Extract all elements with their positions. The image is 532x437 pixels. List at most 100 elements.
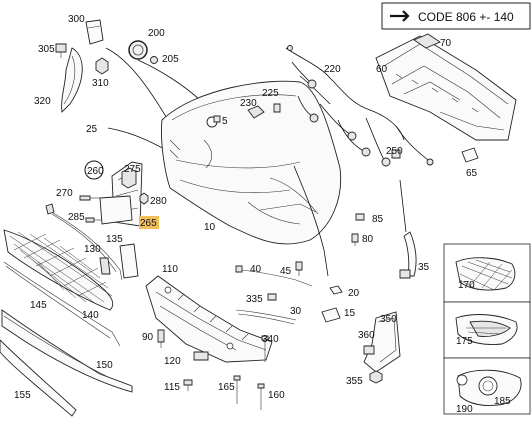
callout-30: 30	[290, 306, 302, 317]
callout-260: 260	[87, 166, 104, 177]
callout-45: 45	[280, 266, 292, 277]
callout-220: 220	[324, 64, 341, 75]
callout-40: 40	[250, 264, 262, 275]
part-350-side-bracket	[363, 311, 401, 373]
callout-265: 265	[140, 218, 157, 229]
part-110-lower-bracket	[145, 275, 273, 363]
part-305-clip	[55, 43, 67, 58]
callout-205: 205	[162, 54, 179, 65]
part-30-trim-strip	[235, 309, 297, 325]
part-145-trim-strip	[3, 261, 121, 347]
part-35-side-bracket	[399, 231, 417, 279]
code-box-label: CODE 806 +- 140	[418, 10, 514, 24]
callout-350: 350	[380, 314, 397, 325]
callout-300: 300	[68, 14, 85, 25]
part-205-clip	[150, 56, 158, 64]
callout-285: 285	[68, 212, 85, 223]
arrow-right-icon	[390, 10, 410, 22]
callout-175: 175	[456, 336, 473, 347]
part-10-front-bumper	[161, 80, 342, 245]
part-250-sensor	[391, 149, 401, 159]
callout-85: 85	[372, 214, 384, 225]
part-310-bolt	[95, 57, 109, 75]
part-200-emblem	[128, 40, 148, 60]
callout-320: 320	[34, 96, 51, 107]
callout-70: 70	[440, 38, 452, 49]
callout-340: 340	[262, 334, 279, 345]
callout-60: 60	[376, 64, 388, 75]
callout-140: 140	[82, 310, 99, 321]
callout-270: 270	[56, 188, 73, 199]
part-340-bolt	[261, 335, 269, 362]
callout-15: 15	[344, 308, 356, 319]
callout-115: 115	[164, 382, 180, 393]
code-box: CODE 806 +- 140	[381, 2, 531, 30]
callout-150: 150	[96, 360, 113, 371]
part-85-clip	[355, 213, 365, 221]
part-300-bracket	[85, 19, 104, 45]
part-140-grille	[3, 229, 114, 311]
callout-5: 5	[222, 116, 228, 127]
callout-250: 250	[386, 146, 403, 157]
part-20-cap	[329, 285, 343, 295]
callout-230: 230	[240, 98, 257, 109]
callout-190: 190	[456, 404, 473, 415]
part-115-screw	[183, 379, 193, 391]
callout-labels: 300 305 310 320 25 200 205 5 10 230 225 …	[14, 14, 511, 415]
callout-135: 135	[106, 234, 123, 245]
part-320-side-strip	[61, 47, 83, 113]
callout-170: 170	[458, 280, 475, 291]
callout-165: 165	[218, 382, 235, 393]
callout-155: 155	[14, 390, 31, 401]
part-155-lower-spoiler	[0, 339, 77, 417]
callout-80: 80	[362, 234, 374, 245]
callout-110: 110	[162, 264, 178, 275]
part-220-wiring-harness	[285, 45, 434, 167]
callout-130: 130	[84, 244, 101, 255]
part-230-sensor	[247, 103, 281, 119]
part-45-clip	[295, 261, 303, 276]
callout-20: 20	[348, 288, 360, 299]
part-65-bracket	[461, 147, 479, 163]
part-265-license-plate-mount	[99, 195, 133, 225]
part-80-clip	[351, 233, 359, 246]
part-335-clip	[267, 293, 277, 301]
callout-275: 275	[124, 164, 141, 175]
panel-170-fog-cover-left	[443, 243, 531, 303]
callout-335: 335	[246, 294, 263, 305]
callout-355: 355	[346, 376, 363, 387]
callout-225: 225	[262, 88, 279, 99]
callout-360: 360	[358, 330, 375, 341]
callout-145: 145	[30, 300, 47, 311]
part-15-cap	[321, 307, 341, 323]
callout-185: 185	[494, 396, 511, 407]
callout-25: 25	[86, 124, 98, 135]
callout-265-highlight	[139, 216, 159, 229]
callout-280: 280	[150, 196, 167, 207]
part-355-nut	[369, 370, 383, 384]
part-130-grille-frame	[45, 203, 123, 281]
part-270-screw	[79, 195, 100, 201]
callout-260-circle	[84, 160, 104, 180]
part-360-clip	[363, 345, 375, 355]
callout-310: 310	[92, 78, 109, 89]
part-90-clip	[157, 329, 165, 348]
callout-90: 90	[142, 332, 154, 343]
part-280-nut	[139, 192, 149, 205]
part-5-clip	[213, 115, 221, 123]
panel-175-fog-cover-right	[443, 301, 531, 359]
callout-160: 160	[268, 390, 285, 401]
part-150-spoiler	[1, 309, 133, 393]
callout-10: 10	[204, 222, 216, 233]
part-40-trim	[235, 265, 313, 287]
part-165-bolt	[233, 375, 241, 404]
callout-200: 200	[148, 28, 165, 39]
part-160-bolt	[257, 383, 265, 410]
callout-305: 305	[38, 44, 55, 55]
callout-65: 65	[466, 168, 478, 179]
part-60-70-impact-beam	[375, 33, 517, 141]
part-275-clip	[121, 167, 137, 189]
part-135-bracket	[99, 243, 139, 279]
panel-185-fog-cover-round	[443, 357, 531, 415]
